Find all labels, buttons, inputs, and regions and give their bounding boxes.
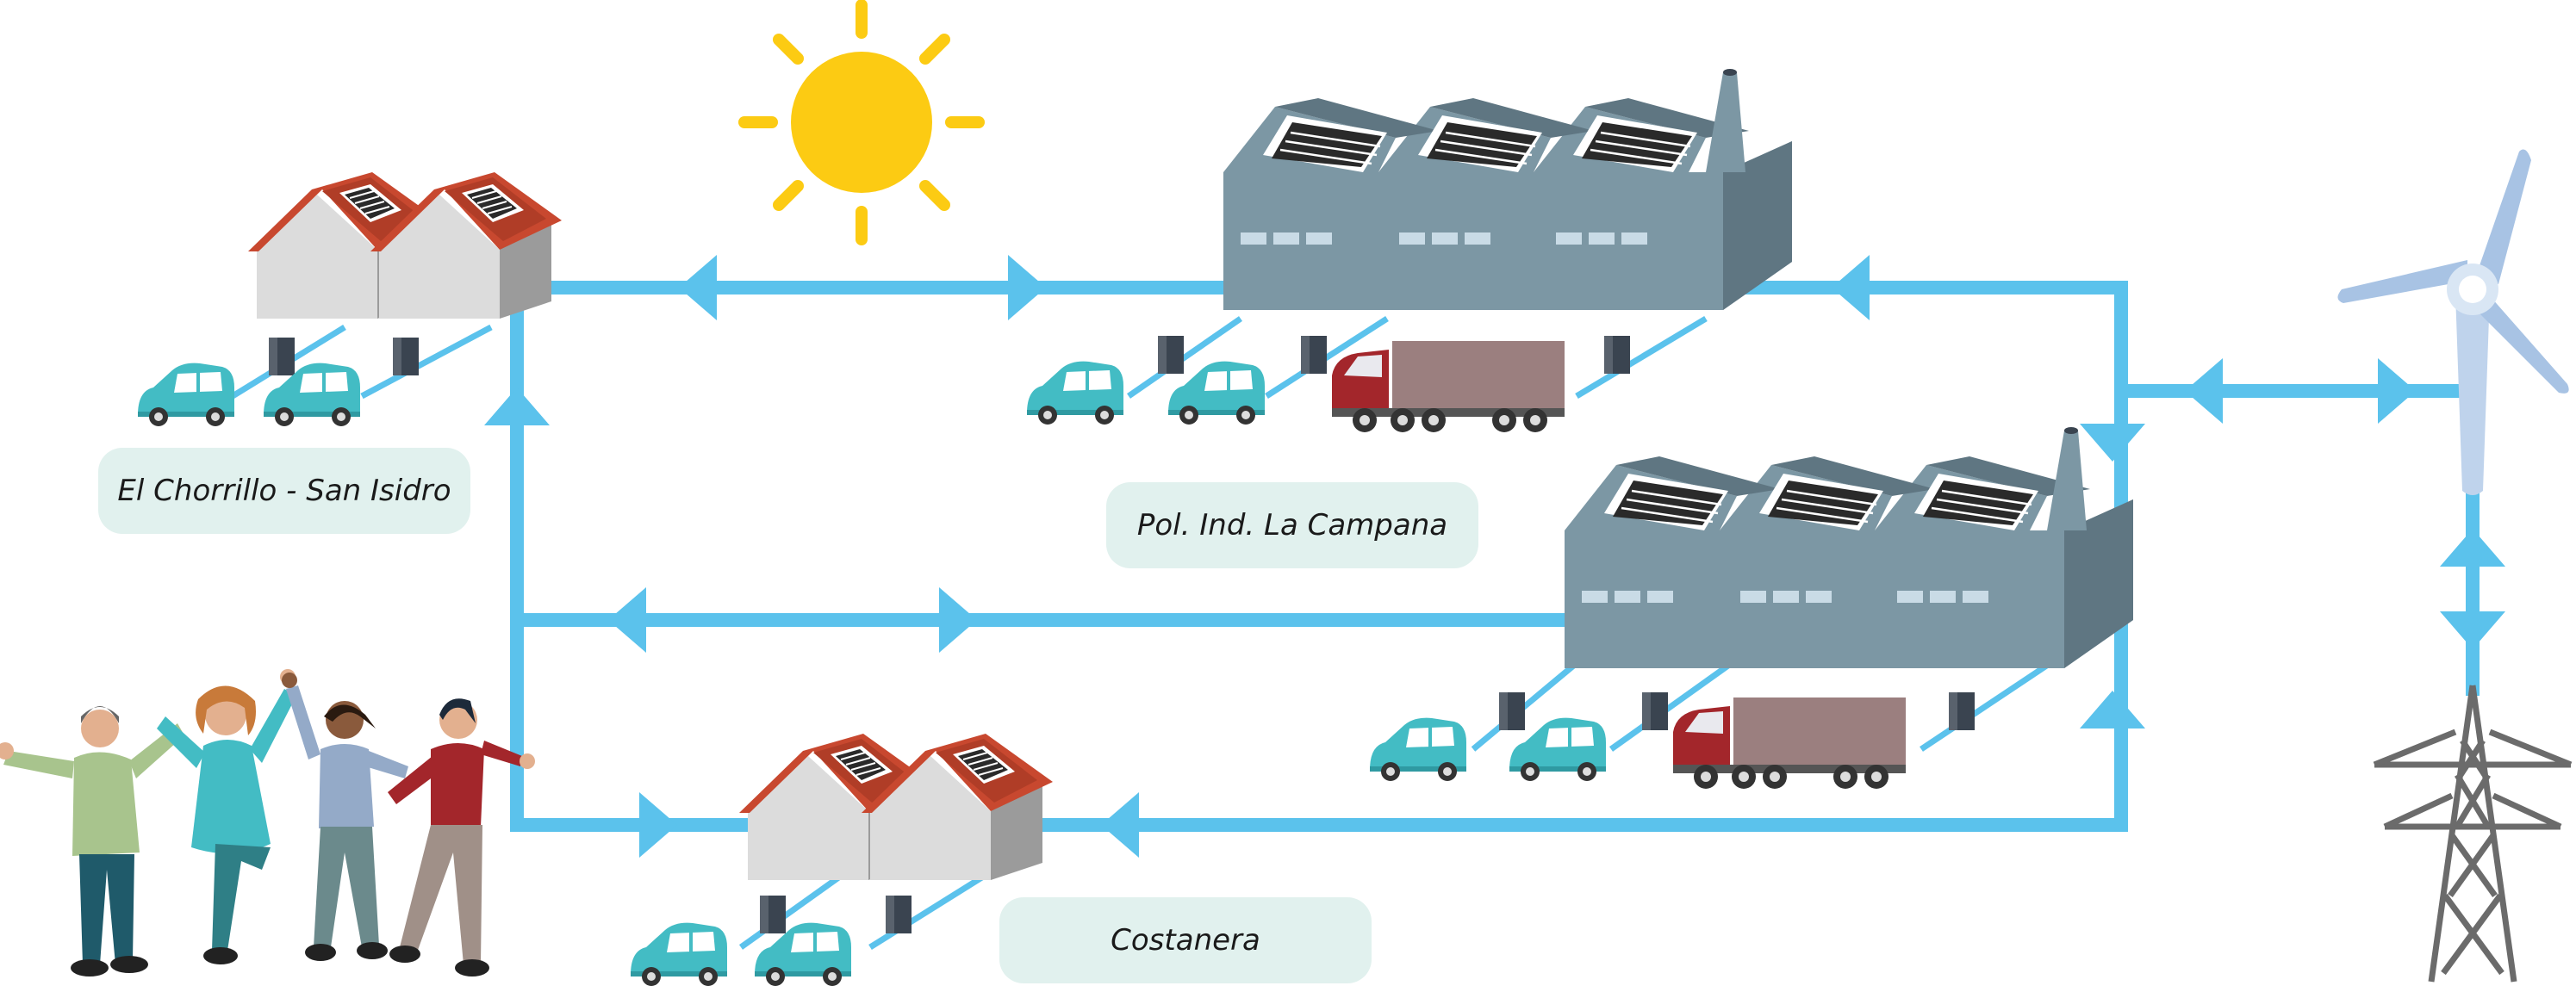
zone-label-costanera: Costanera (999, 897, 1372, 983)
zone-label-text: Costanera (1111, 923, 1260, 958)
arrow-icon (2440, 611, 2505, 649)
person-figure (388, 698, 535, 976)
charger-icon (1642, 692, 1668, 730)
factory-icon (1563, 425, 2135, 670)
charging-cables (231, 315, 2052, 950)
houses-south (738, 733, 1054, 881)
arrow-icon (1832, 255, 1870, 320)
charger-icon (1301, 336, 1327, 374)
electric-car-icon (136, 361, 236, 428)
wind-turbine-icon (2337, 149, 2569, 495)
charger-icon (1949, 692, 1975, 730)
arrow-icon (1008, 255, 1046, 320)
arrow-icon (484, 388, 550, 425)
zone-label-text: Pol. Ind. La Campana (1136, 508, 1448, 542)
arrow-icon (2378, 358, 2416, 424)
arrow-icon (2440, 529, 2505, 567)
charger-icon (886, 896, 912, 933)
energy-network-lines (510, 281, 2480, 832)
power-pylon-icon (2373, 685, 2573, 983)
electric-car-icon (1025, 359, 1125, 426)
arrow-icon (939, 587, 977, 653)
arrow-icon (679, 255, 717, 320)
charger-icon (1158, 336, 1184, 374)
charger-icon (1499, 692, 1525, 730)
arrow-icon (1101, 792, 1139, 858)
arrow-icon (2080, 424, 2145, 462)
truck-icon (1332, 341, 1565, 432)
electric-car-icon (1368, 716, 1468, 783)
charger-icon (269, 338, 295, 375)
sun-icon (738, 0, 985, 245)
arrow-icon (2185, 358, 2223, 424)
charger-icon (393, 338, 419, 375)
zone-label-el-chorrillo: El Chorrillo - San Isidro (98, 448, 470, 534)
arrow-icon (2080, 691, 2145, 728)
person-figure (282, 673, 408, 961)
zone-label-text: El Chorrillo - San Isidro (117, 474, 451, 508)
arrow-icon (608, 587, 646, 653)
factory-icon (1222, 67, 1794, 312)
zone-label-pol-ind-la-campana: Pol. Ind. La Campana (1106, 482, 1478, 568)
truck-icon (1673, 698, 1906, 789)
arrow-icon (639, 792, 677, 858)
charger-icon (1604, 336, 1630, 374)
person-figure (157, 669, 296, 964)
charger-icon (760, 896, 786, 933)
people-icon (0, 669, 535, 976)
electric-car-icon (629, 921, 729, 988)
houses-north (247, 171, 563, 319)
person-figure (0, 706, 184, 976)
